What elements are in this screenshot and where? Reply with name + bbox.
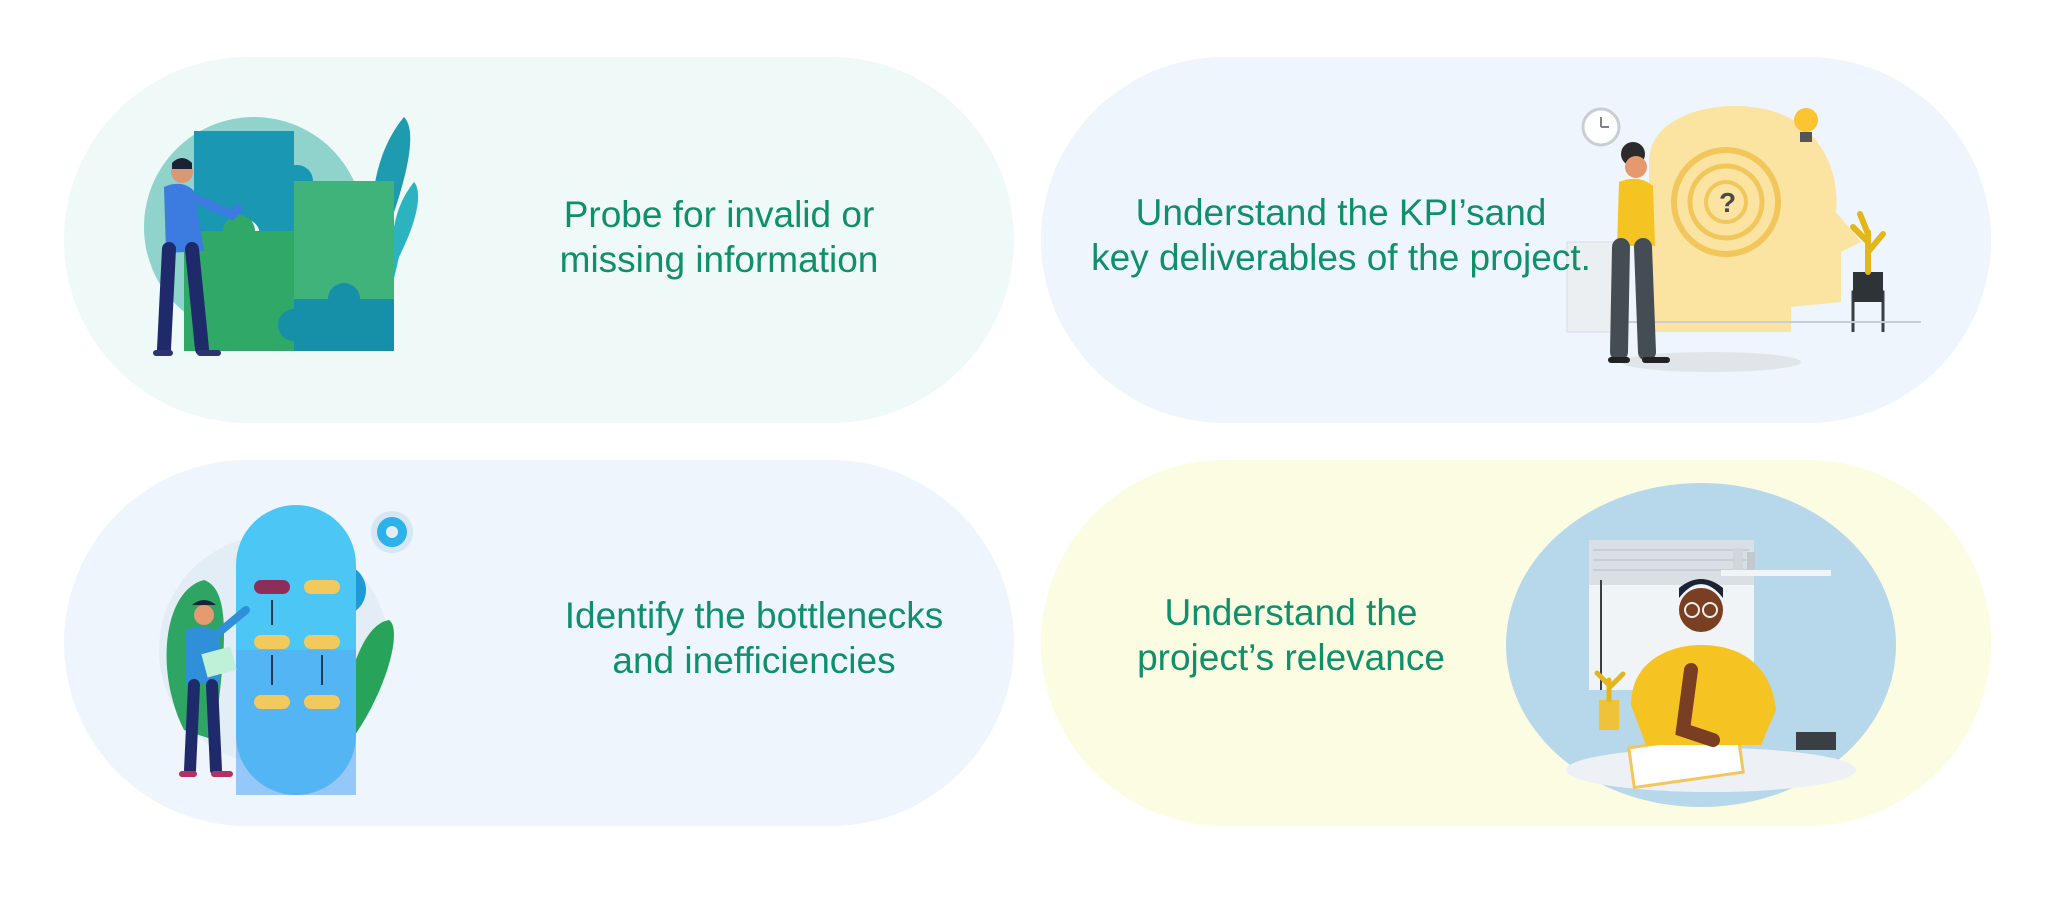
puzzle-illustration bbox=[144, 117, 419, 356]
svg-text:?: ? bbox=[1719, 187, 1736, 218]
card-probe-text: Probe for invalid or missing information bbox=[559, 194, 879, 280]
pondering-man-illustration bbox=[1506, 483, 1896, 807]
card-bottlenecks-text: Identify the bottlenecks and inefficienc… bbox=[564, 595, 944, 681]
card-kpi-text: Understand the KPI’sand key deliverables… bbox=[1091, 192, 1591, 278]
card-kpi: ? Understand the KPI’sand key deliverabl… bbox=[1041, 57, 1991, 423]
thinking-head-illustration: ? bbox=[1566, 105, 1921, 372]
card-relevance: Understand the project’s relevance bbox=[1041, 460, 1991, 826]
process-flow-illustration bbox=[159, 505, 413, 795]
card-relevance-text: Understand the project’s relevance bbox=[1137, 592, 1445, 678]
card-bottlenecks: Identify the bottlenecks and inefficienc… bbox=[64, 460, 1014, 826]
card-probe: Probe for invalid or missing information bbox=[64, 57, 1014, 423]
